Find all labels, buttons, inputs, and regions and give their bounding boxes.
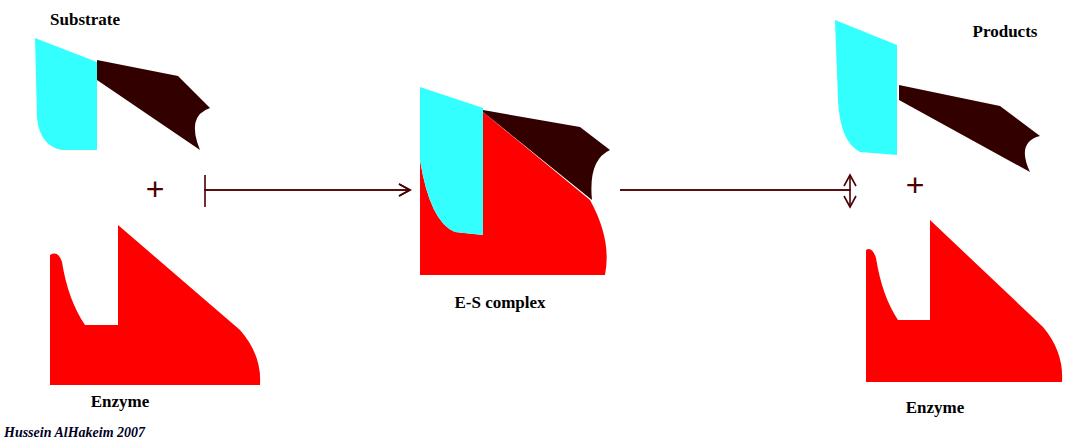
substrate-part [97, 60, 210, 150]
enzyme-figure: Enzyme [858, 207, 1066, 420]
enzyme-body [866, 220, 1062, 382]
figure-label: Products [973, 22, 1038, 42]
plus-sign: + [906, 168, 925, 202]
products-figure: Products [828, 10, 1066, 175]
product-part [899, 85, 1040, 172]
author-watermark: Hussein AlHakeim 2007 [4, 424, 145, 441]
reaction-arrow [620, 190, 850, 207]
figure-outline [30, 10, 220, 175]
product-part [835, 20, 897, 155]
substrate-part [35, 38, 97, 150]
figure-label: Enzyme [906, 398, 965, 418]
enzyme-figure: Enzyme [45, 207, 270, 417]
reaction-arrow [205, 190, 410, 207]
figure-label: E-S complex [454, 293, 545, 313]
figure-label: Enzyme [91, 392, 150, 412]
substrate-part [483, 110, 610, 200]
reaction-arrow [205, 175, 410, 190]
complex-figure: E-S complex [410, 75, 620, 320]
substrate-figure: Substrate [30, 10, 220, 175]
plus-sign: + [146, 172, 165, 206]
substrate-part [420, 87, 483, 235]
enzyme-body [50, 225, 260, 385]
figure-label: Substrate [50, 10, 120, 30]
reaction-arrow [620, 175, 850, 190]
figure-outline [858, 207, 1066, 420]
figure-outline [45, 207, 270, 417]
figure-outline [410, 75, 620, 320]
